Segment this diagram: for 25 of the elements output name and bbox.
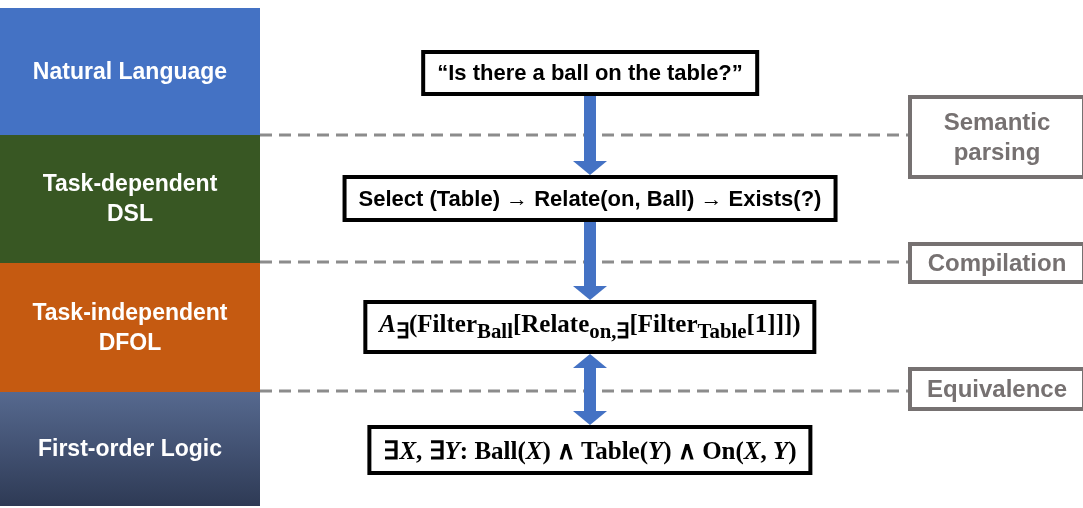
level-band: [0, 8, 260, 135]
box-text: Select (Table) → Relate(on, Ball) → Exists(?): [358, 185, 822, 212]
box-text: Natural Language: [32, 56, 228, 86]
block-arrow: [573, 96, 607, 175]
block-arrow: [573, 354, 607, 425]
box-text: A$_{∃}$(Filter$_{Ball}$[Relate$_{on,∃}$[Filter$_{Table}$[1]]]): [379, 310, 801, 344]
formula-box: [367, 425, 813, 475]
box-text: Equivalence: [926, 374, 1068, 404]
expression-box: [342, 175, 838, 222]
level-band: [0, 135, 260, 263]
formula-box: [363, 300, 817, 354]
box-text: Compilation: [927, 248, 1067, 278]
block-arrow: [573, 222, 607, 300]
box-text: First-order Logic: [38, 434, 222, 464]
box-text: Task-dependent DSL: [41, 169, 219, 228]
step-label-box: [908, 367, 1083, 411]
box-text: ∃X, ∃Y: Ball(X) ∧ Table(Y) ∧ On(X, Y): [383, 435, 797, 465]
level-band: [0, 263, 260, 392]
box-text: “Is there a ball on the table?”: [437, 60, 743, 86]
step-label-box: [908, 95, 1083, 179]
step-label-box: [908, 242, 1083, 284]
box-text: Task-independent DFOL: [31, 297, 229, 357]
box-text: Semantic parsing: [942, 107, 1052, 167]
expression-box: [421, 50, 759, 96]
level-band: [0, 392, 260, 506]
